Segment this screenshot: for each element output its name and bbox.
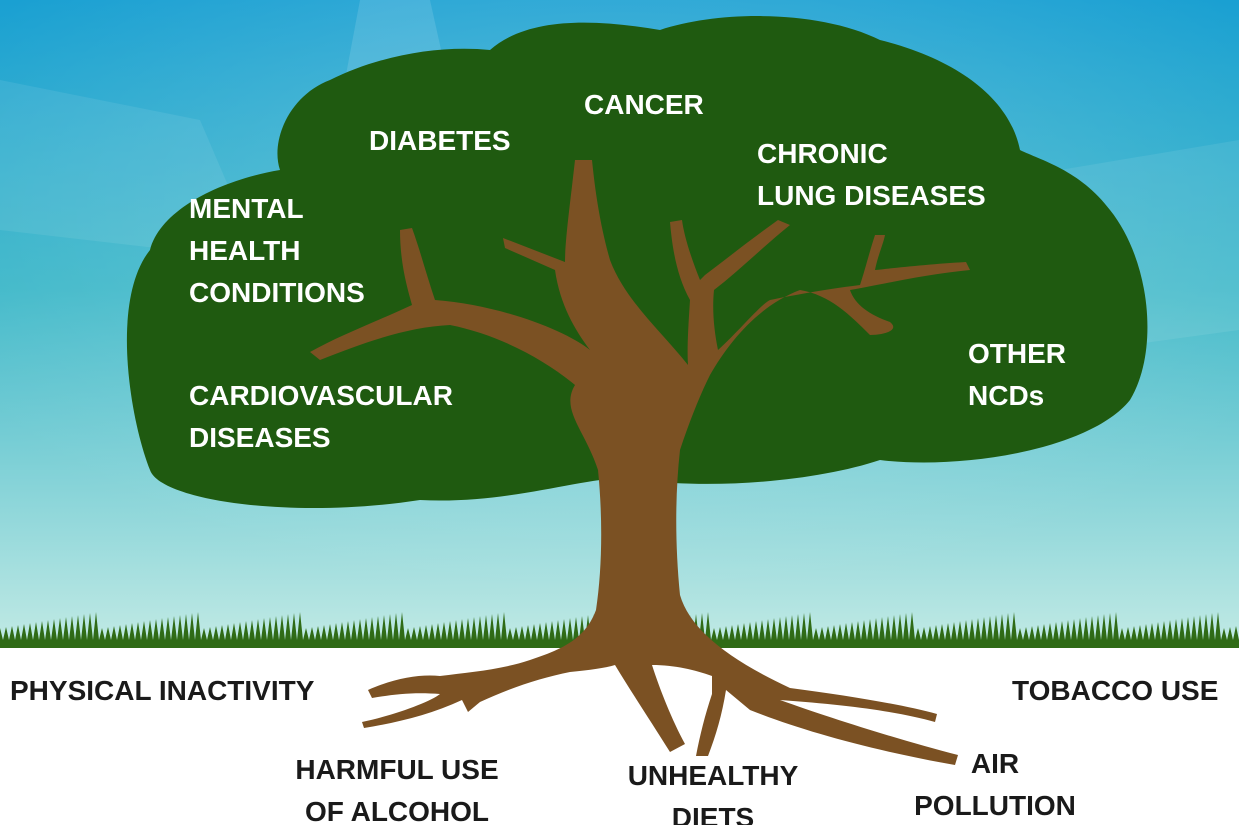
- risk-label-line: DIETS: [671, 802, 755, 825]
- disease-label-chronic-lung: CHRONIC LUNG DISEASES: [757, 133, 986, 217]
- disease-label-line: CANCER: [584, 89, 704, 120]
- risk-label-tobacco-use: TOBACCO USE: [1012, 670, 1218, 712]
- disease-label-line: DIABETES: [369, 125, 511, 156]
- risk-label-line: TOBACCO USE: [1012, 675, 1219, 706]
- disease-label-cancer: CANCER: [584, 84, 704, 126]
- tree-crown: [126, 16, 1148, 509]
- risk-label-unhealthy-diets: UNHEALTHY DIETS: [603, 755, 823, 825]
- disease-label-line: CONDITIONS: [189, 277, 365, 308]
- disease-label-cardiovascular: CARDIOVASCULAR DISEASES: [189, 375, 453, 459]
- risk-label-harmful-alcohol: HARMFUL USE OF ALCOHOL: [283, 749, 511, 825]
- disease-label-line: OTHER: [968, 338, 1066, 369]
- disease-label-line: LUNG DISEASES: [757, 180, 986, 211]
- risk-label-line: PHYSICAL INACTIVITY: [10, 675, 315, 706]
- disease-label-mental-health: MENTAL HEALTH CONDITIONS: [189, 188, 365, 314]
- risk-label-line: OF ALCOHOL: [304, 796, 490, 825]
- disease-label-line: MENTAL: [189, 193, 304, 224]
- tree-trunk: [310, 160, 970, 765]
- disease-label-line: DISEASES: [189, 422, 331, 453]
- disease-label-other: OTHER NCDs: [968, 333, 1066, 417]
- disease-label-line: HEALTH: [189, 235, 301, 266]
- disease-label-line: NCDs: [968, 380, 1045, 411]
- risk-label-line: POLLUTION: [914, 790, 1076, 821]
- disease-label-line: CHRONIC: [757, 138, 888, 169]
- grass-strip: [0, 612, 1239, 648]
- disease-label-diabetes: DIABETES: [369, 120, 511, 162]
- risk-label-air-pollution: AIR POLLUTION: [910, 743, 1080, 825]
- risk-label-line: HARMFUL USE: [295, 754, 499, 785]
- disease-label-line: CARDIOVASCULAR: [189, 380, 453, 411]
- risk-label-line: UNHEALTHY: [627, 760, 799, 791]
- risk-label-line: AIR: [970, 748, 1020, 779]
- risk-label-physical-inactivity: PHYSICAL INACTIVITY: [10, 670, 314, 712]
